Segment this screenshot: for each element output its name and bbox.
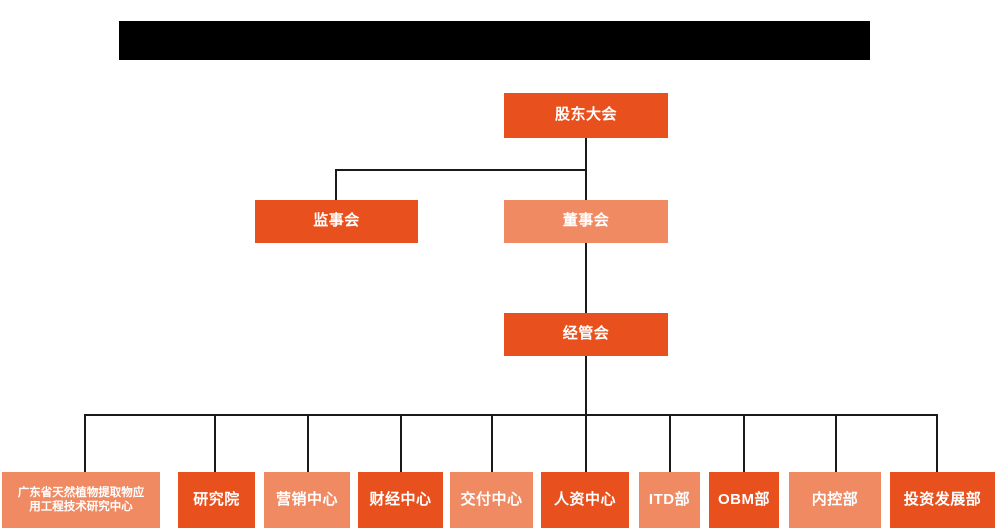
node-dept-guangdong-research-center[interactable]: 广东省天然植物提取物应 用工程技术研究中心 <box>2 472 160 528</box>
node-management-committee[interactable]: 经管会 <box>504 313 668 356</box>
dept-01-line-2: 用工程技术研究中心 <box>29 501 133 513</box>
connector-bus-departments <box>84 414 937 416</box>
connector-management-down <box>585 356 587 416</box>
connector-to-dept-02 <box>214 414 216 472</box>
connector-to-supervisory-board <box>335 169 337 201</box>
node-supervisory-board[interactable]: 监事会 <box>255 200 418 243</box>
connector-shareholders-down <box>585 138 587 171</box>
connector-to-dept-05 <box>491 414 493 472</box>
node-dept-delivery-center[interactable]: 交付中心 <box>450 472 533 528</box>
node-dept-finance-center[interactable]: 财经中心 <box>358 472 443 528</box>
connector-to-dept-01 <box>84 414 86 472</box>
node-dept-itd[interactable]: ITD部 <box>639 472 700 528</box>
connector-to-dept-09 <box>835 414 837 472</box>
node-dept-hr-center[interactable]: 人资中心 <box>541 472 629 528</box>
connector-to-dept-08 <box>743 414 745 472</box>
node-board-of-directors[interactable]: 董事会 <box>504 200 668 243</box>
connector-to-dept-06 <box>585 414 587 472</box>
connector-to-dept-03 <box>307 414 309 472</box>
connector-to-dept-04 <box>400 414 402 472</box>
redacted-title-banner <box>119 21 870 60</box>
node-dept-investment-development[interactable]: 投资发展部 <box>890 472 995 528</box>
dept-01-line-1: 广东省天然植物提取物应 <box>17 486 145 499</box>
node-dept-internal-control[interactable]: 内控部 <box>789 472 881 528</box>
connector-to-dept-07 <box>669 414 671 472</box>
node-dept-research-institute[interactable]: 研究院 <box>178 472 255 528</box>
node-dept-obm[interactable]: OBM部 <box>709 472 779 528</box>
node-shareholders-meeting[interactable]: 股东大会 <box>504 93 668 138</box>
connector-to-board-of-directors <box>585 169 587 201</box>
node-dept-marketing-center[interactable]: 营销中心 <box>264 472 350 528</box>
connector-board-to-management <box>585 243 587 313</box>
connector-to-dept-10 <box>936 414 938 472</box>
connector-bus-level2 <box>335 169 587 171</box>
